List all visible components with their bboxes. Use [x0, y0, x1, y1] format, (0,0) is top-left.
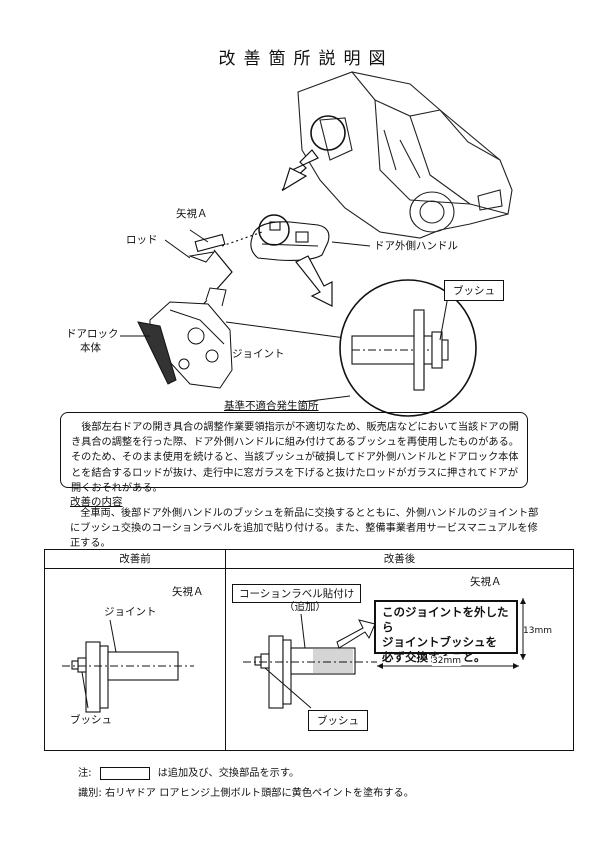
caution-label-highlight — [313, 648, 353, 674]
before-view-a: 矢視Ａ — [172, 586, 204, 598]
improvement-body: 全車両、後部ドア外側ハンドルのブッシュを新品に交換するとともに、外側ハンドルのジ… — [70, 506, 540, 552]
defect-description: 後部左右ドアの開き具合の調整作業要領指示が不適切なため、販売店などにおいて当該ド… — [60, 412, 528, 494]
height-dimension: 13mm — [523, 626, 552, 636]
door-lock-illustration — [137, 287, 233, 389]
door-handle-illustration — [250, 221, 330, 261]
legend-highlight-box — [99, 766, 150, 780]
caution-line-1: このジョイントを外したら — [382, 605, 509, 634]
before-diagram — [62, 619, 194, 713]
joint-label: ジョイント — [232, 348, 285, 360]
after-bush-label: ブッシュ — [308, 710, 368, 731]
before-bush-label: ブッシュ — [70, 714, 112, 726]
before-header: 改善前 — [44, 549, 226, 569]
detail-joint — [351, 309, 449, 391]
after-diagram — [243, 598, 526, 709]
car-illustration — [297, 71, 513, 239]
door-lock-label-1: ドアロック — [66, 328, 119, 340]
outer-handle-label: ドア外側ハンドル — [374, 240, 458, 252]
page-title: 改善箇所説明図 — [218, 49, 394, 69]
after-view-a: 矢視Ａ — [470, 576, 502, 588]
bush-label-top: ブッシュ — [444, 280, 504, 301]
legend-note: 注: は追加及び、交換部品を示す。 — [78, 764, 299, 780]
hollow-arrow-3 — [336, 619, 376, 649]
zoom-circle-handle — [258, 214, 290, 246]
before-joint-label: ジョイント — [104, 606, 157, 618]
caution-label: このジョイントを外したら ジョイントブッシュを 必ず交換すること。 — [374, 600, 518, 664]
rod-label: ロッド — [126, 234, 158, 246]
door-lock-label-2: 本体 — [80, 342, 101, 354]
identification-note: 識別: 右リヤドア ロアヒンジ上側ボルト頭部に黄色ペイントを塗布する。 — [78, 788, 414, 799]
note-text: は追加及び、交換部品を示す。 — [157, 768, 300, 779]
caution-callout-1: コーションラベル貼付け — [232, 584, 362, 603]
caution-callout-2: （追加） — [284, 601, 326, 613]
hollow-arrow-2 — [295, 255, 333, 307]
improvement-text: 全車両、後部ドア外側ハンドルのブッシュを新品に交換するとともに、外側ハンドルのジ… — [70, 508, 539, 550]
after-header: 改善後 — [225, 549, 574, 569]
width-dimension: 32mm — [432, 656, 461, 666]
description-text: 後部左右ドアの開き具合の調整作業要領指示が不適切なため、販売店などにおいて当該ド… — [71, 422, 519, 494]
caution-line-2: ジョイントブッシュを — [382, 635, 497, 649]
overview-diagram — [120, 71, 513, 417]
improvement-heading: 改善の内容 — [70, 496, 123, 508]
defect-location-label: 基準不適合発生箇所 — [224, 400, 319, 412]
zoom-circle-car — [310, 115, 346, 151]
view-a-label: 矢視Ａ — [176, 208, 208, 220]
note-prefix: 注: — [78, 768, 92, 779]
